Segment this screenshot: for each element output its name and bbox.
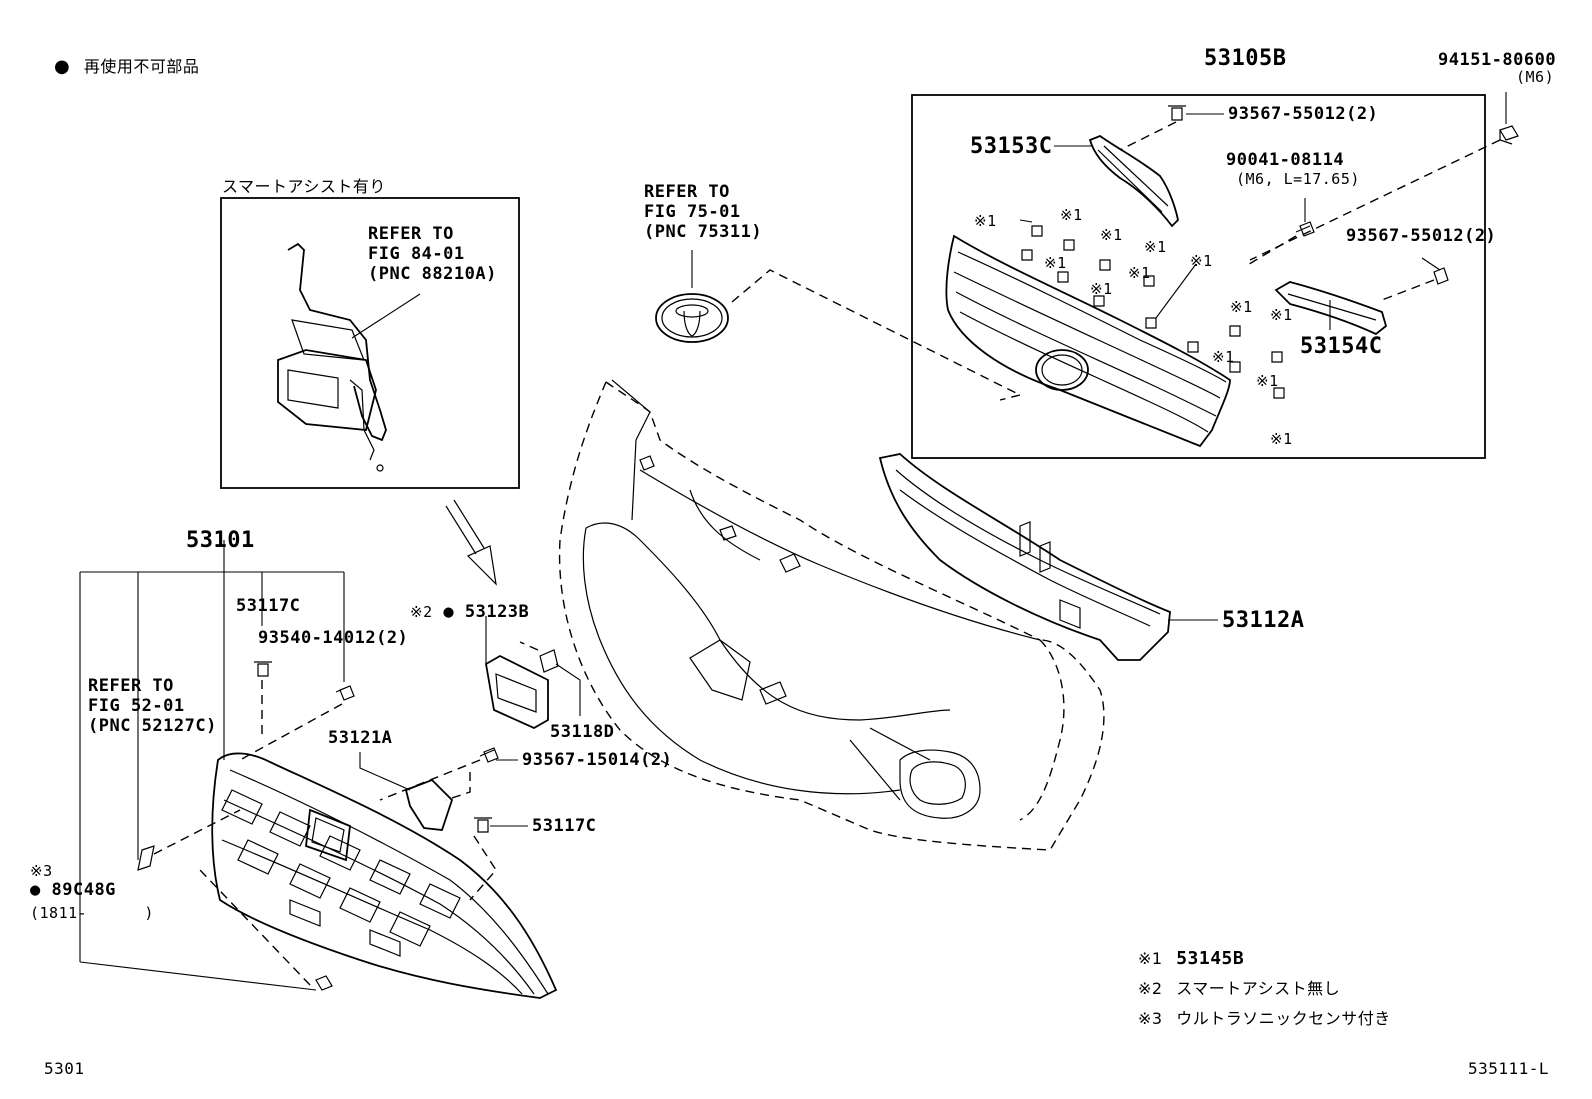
bumper-ref: REFER TO FIG 52-01 (PNC 52127C) (88, 676, 217, 736)
bracket-53123B-illustration (485, 616, 549, 730)
part-53121A: 53121A (328, 728, 393, 748)
part-89C48G: ● 89C48G (30, 880, 116, 900)
legend-reuse-text: 再使用不可部品 (83, 57, 200, 76)
clips-upper (1019, 92, 1519, 399)
bullet-icon: ● (443, 602, 455, 622)
part-93540: 93540-14012(2) (258, 628, 409, 648)
part-53123B-number: 53123B (464, 602, 530, 622)
mark1-i: ※1 (1230, 298, 1253, 316)
mark1-b: ※1 (1060, 206, 1083, 224)
footnote-3-mark: ※3 (1138, 1009, 1163, 1028)
bracket-53121A-illustration (359, 752, 471, 831)
part-53154C: 53154C (1300, 334, 1383, 359)
smart-assist-box (220, 197, 520, 489)
mark1-k: ※1 (1212, 348, 1235, 366)
part-94151-note: (M6) (1516, 68, 1555, 86)
part-94151: 94151-80600 (1438, 50, 1557, 70)
mark1-d: ※1 (1144, 238, 1167, 256)
footer-left: 5301 (44, 1059, 85, 1078)
mark1-l: ※1 (1256, 372, 1279, 390)
emblem-illustration (655, 293, 729, 343)
mark1-f: ※1 (1128, 264, 1151, 282)
arrow-to-bracket (445, 499, 497, 586)
mark1-g: ※1 (1190, 252, 1213, 270)
smart-assist-ref: REFER TO FIG 84-01 (PNC 88210A) (368, 224, 497, 284)
part-89C48G-note: (1811- ) (30, 904, 154, 922)
footnote-2: ※2 スマートアシスト無し (1138, 978, 1391, 1000)
part-53105B: 53105B (1204, 46, 1287, 71)
mark1-m: ※1 (1270, 430, 1293, 448)
part-90041-note: (M6, L=17.65) (1236, 170, 1360, 188)
footnote-2-mark: ※2 (1138, 979, 1163, 998)
part-93567-c: 93567-15014(2) (522, 750, 673, 770)
emblem-ref: REFER TO FIG 75-01 (PNC 75311) (644, 182, 763, 242)
smart-assist-caption: スマートアシスト有り (222, 177, 386, 196)
part-90041: 90041-08114 (1226, 150, 1345, 170)
footnote-3-text: ウルトラソニックセンサ付き (1176, 1009, 1391, 1028)
grille-53101-illustration (211, 752, 558, 999)
lower-grille-53112A-illustration (878, 453, 1171, 661)
bracket-53153C-illustration (1088, 134, 1179, 228)
clip-53118D-illustration (519, 641, 581, 716)
part-89C48G-number: 89C48G (51, 880, 116, 900)
mark1-a: ※1 (974, 212, 997, 230)
footnote-1-mark: ※1 (1138, 949, 1163, 968)
radar-leader (351, 293, 421, 339)
mark3-label: ※3 (30, 862, 53, 880)
radar-sensor-illustration (277, 242, 387, 472)
front-bumper-illustration (558, 379, 1105, 851)
footer-right: 535111-L (1468, 1059, 1550, 1078)
upper-grille-box (911, 94, 1486, 459)
part-53123B: ※2 ● 53123B (410, 602, 529, 622)
part-53117C-a: 53117C (236, 596, 301, 616)
part-53101: 53101 (186, 528, 255, 553)
part-93567-a: 93567-55012(2) (1228, 104, 1379, 124)
part-53112A: 53112A (1222, 608, 1305, 633)
mark2-label: ※2 (410, 603, 433, 621)
part-53101-bracket-lines (79, 540, 345, 991)
part-93567-b: 93567-55012(2) (1346, 226, 1497, 246)
footnote-2-text: スマートアシスト無し (1176, 979, 1341, 998)
footnote-3: ※3 ウルトラソニックセンサ付き (1138, 1008, 1391, 1030)
part-53117C-b: 53117C (532, 816, 597, 836)
footnote-1-text: 53145B (1176, 948, 1245, 969)
mark1-h: ※1 (1090, 280, 1113, 298)
bullet-icon: ● (54, 56, 71, 77)
mark1-e: ※1 (1044, 254, 1067, 272)
legend-reuse: ● 再使用不可部品 (54, 56, 199, 78)
bracket-53154C-illustration (1274, 281, 1388, 336)
upper-grille-53105B-illustration (945, 234, 1231, 448)
mark1-j: ※1 (1270, 306, 1293, 324)
footnote-1: ※1 53145B (1138, 948, 1391, 970)
part-53153C: 53153C (970, 134, 1053, 159)
footnotes: ※1 53145B ※2 スマートアシスト無し ※3 ウルトラソニックセンサ付き (1138, 948, 1391, 1030)
part-53118D: 53118D (550, 722, 615, 742)
mark1-c: ※1 (1100, 226, 1123, 244)
bullet-icon: ● (30, 880, 41, 900)
